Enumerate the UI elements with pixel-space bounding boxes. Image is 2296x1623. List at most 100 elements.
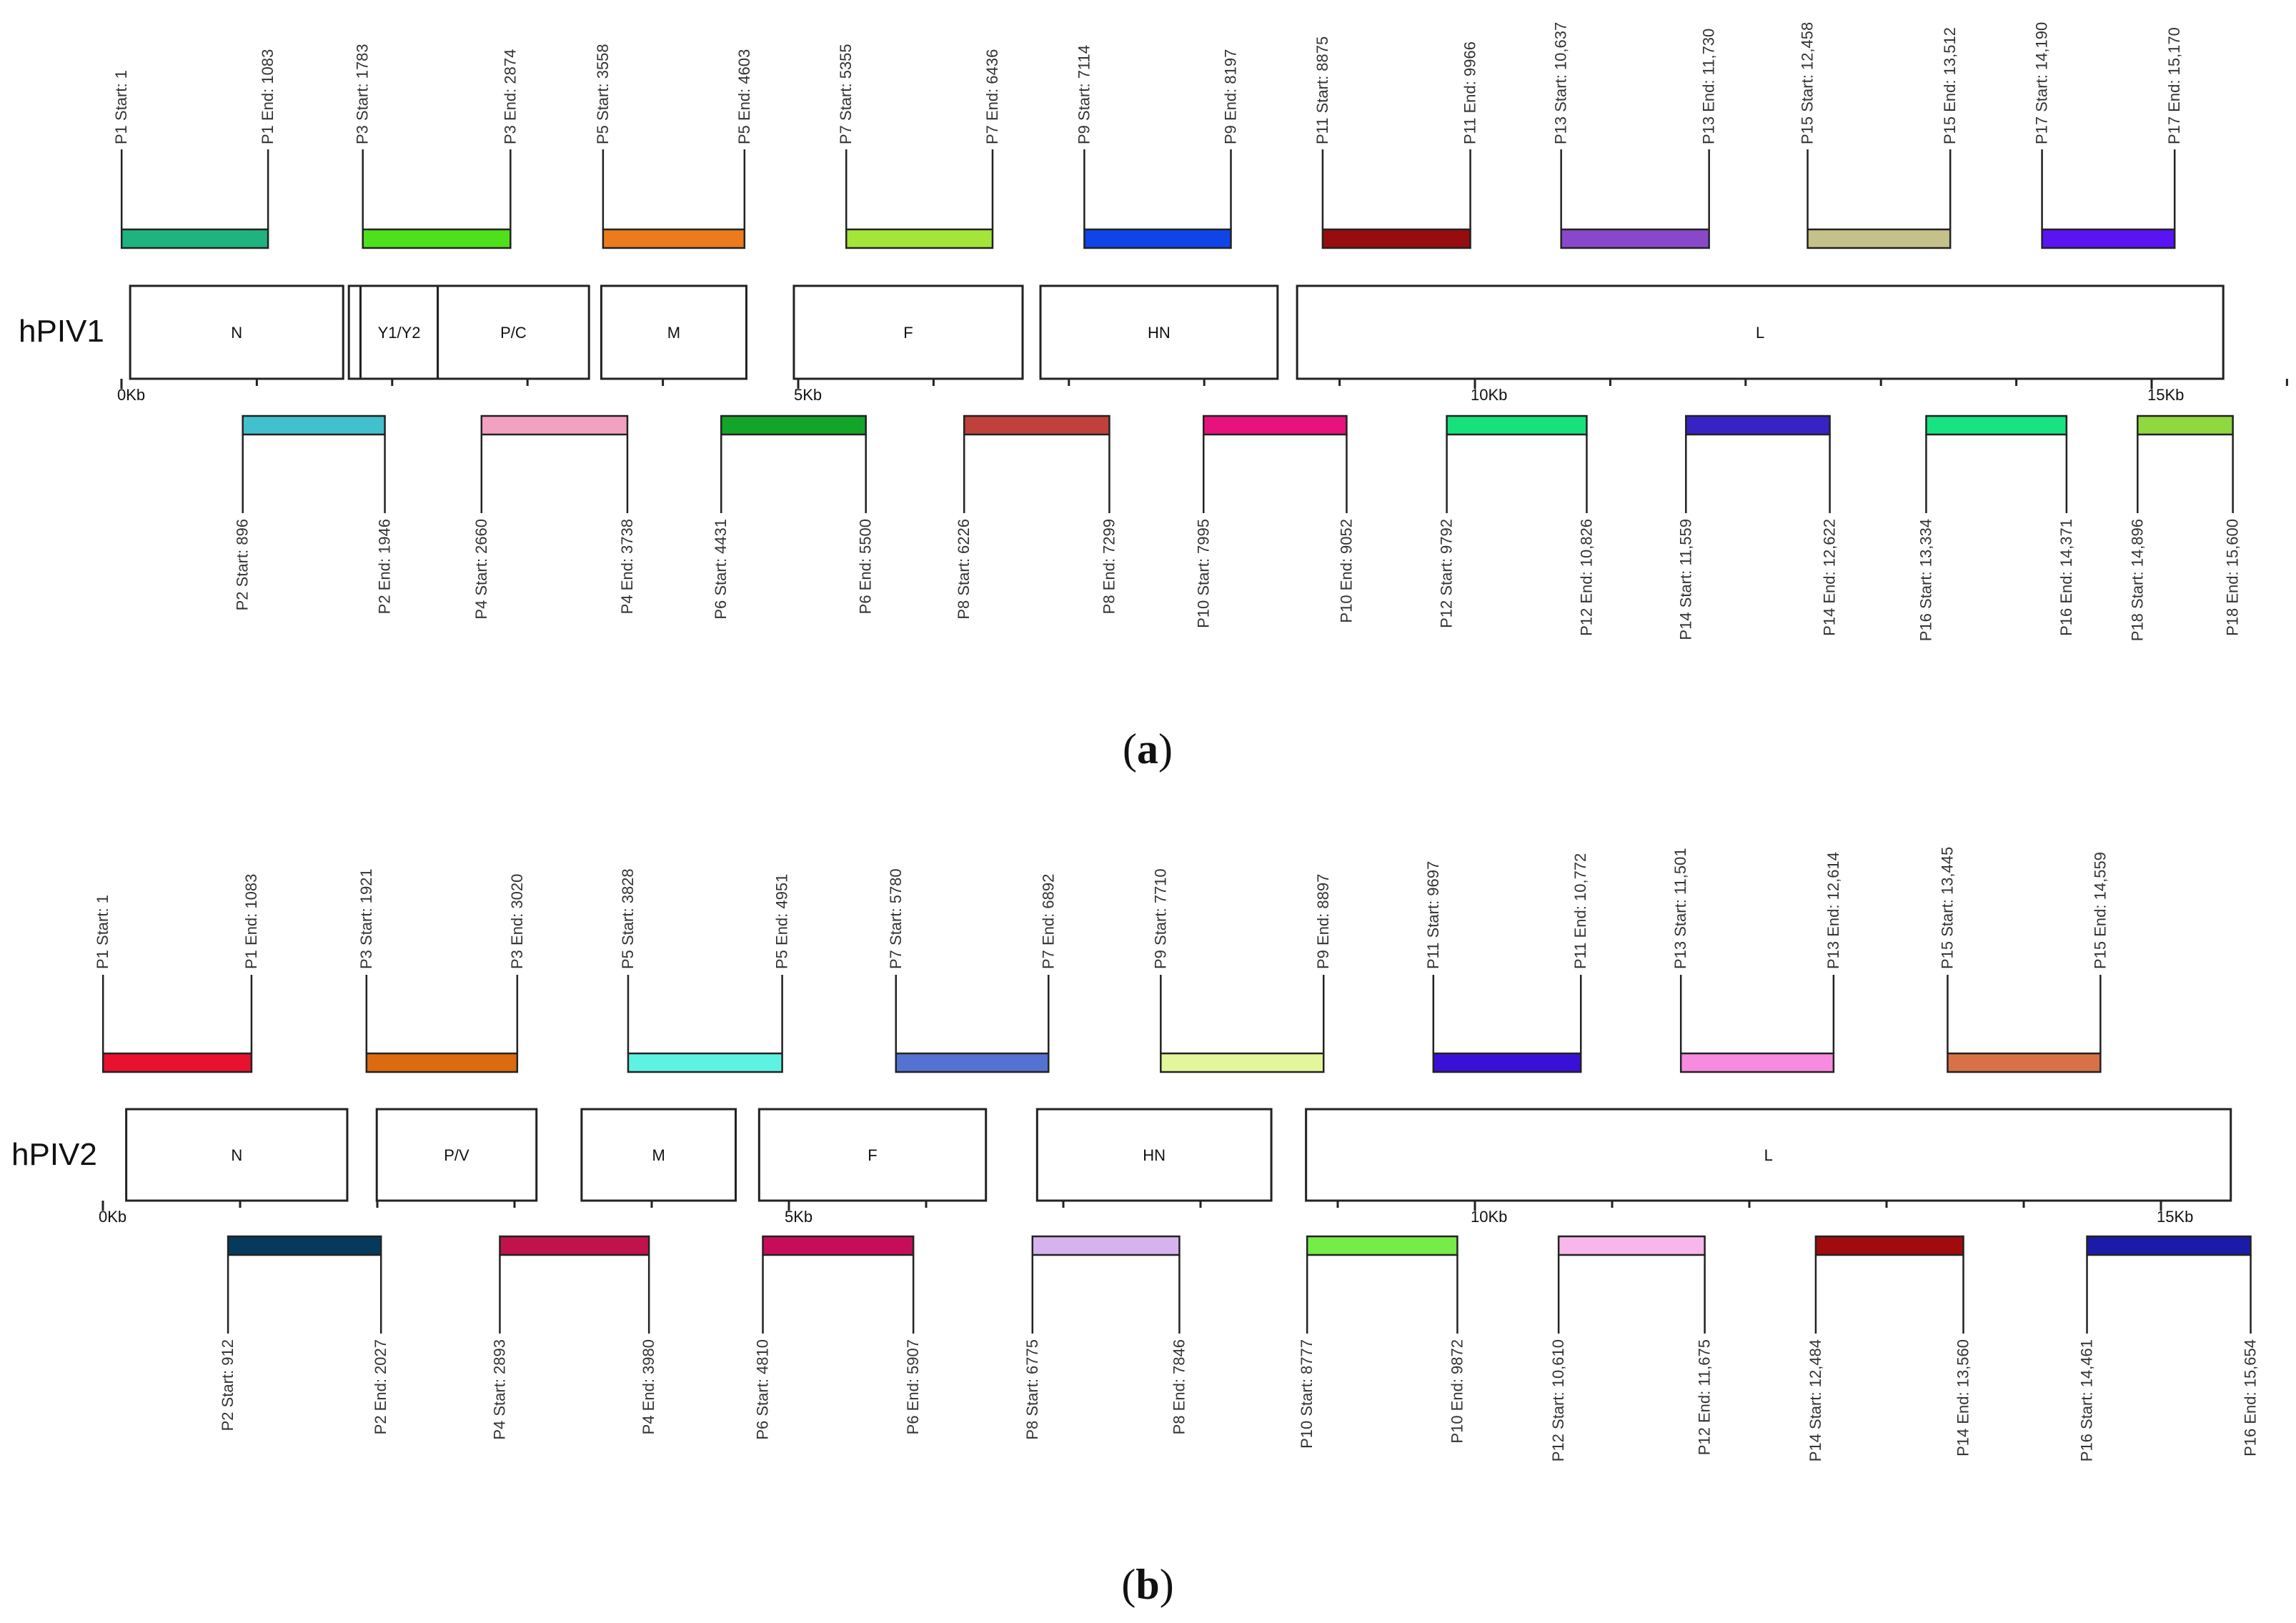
- amplicon-bar: [2041, 228, 2176, 249]
- amplicon-start-label: P3 Start: 1783: [354, 44, 372, 144]
- amplicon-bar: [1160, 1052, 1325, 1073]
- gene-label: P/V: [444, 1146, 469, 1164]
- amplicon-bar: [242, 415, 386, 436]
- axis-tick-label: 15Kb: [2157, 1208, 2193, 1226]
- amplicon-end-label: P8 End: 7846: [1170, 1339, 1188, 1434]
- gene-label: N: [231, 324, 242, 342]
- amplicon-end-label: P14 End: 12,622: [1821, 519, 1839, 636]
- gene-label: M: [667, 324, 680, 342]
- amplicon-end-label: P10 End: 9052: [1337, 519, 1355, 623]
- amplicon-end-label: P2 End: 2027: [372, 1339, 389, 1434]
- amplicon-end-label: P18 End: 15,600: [2224, 519, 2242, 636]
- gene-label: F: [868, 1146, 877, 1164]
- amplicon-start-label: P9 Start: 7114: [1075, 45, 1093, 144]
- amplicon-start-label: P6 Start: 4431: [712, 519, 730, 620]
- gene-label: P/C: [500, 324, 527, 342]
- amplicon-end-label: P9 End: 8197: [1222, 49, 1240, 144]
- amplicon-bar: [720, 415, 867, 436]
- amplicon-start-label: P1 Start: 1: [94, 895, 111, 969]
- virus-label: hPIV1: [19, 314, 104, 349]
- amplicon-bar: [1814, 1235, 1964, 1256]
- amplicon-start-label: P1 Start: 1: [112, 70, 130, 144]
- amplicon-end-label: P12 End: 11,675: [1696, 1339, 1714, 1455]
- amplicon-bar: [963, 415, 1110, 436]
- amplicon-end-label: P1 End: 1083: [259, 49, 277, 144]
- amplicon-start-label: P12 Start: 10,610: [1549, 1339, 1567, 1461]
- amplicon-start-label: P2 Start: 912: [219, 1339, 237, 1431]
- axis-tick-label: 15Kb: [2147, 386, 2184, 404]
- gene-label: F: [903, 324, 913, 342]
- gene-box: [1035, 1108, 1273, 1202]
- panel-caption: (b): [1121, 1561, 1173, 1608]
- amplicon-end-label: P3 End: 3020: [508, 874, 526, 969]
- amplicon-start-label: P12 Start: 9792: [1438, 519, 1456, 628]
- amplicon-bar: [627, 1052, 783, 1073]
- amplicon-end-label: P16 End: 15,654: [2242, 1339, 2260, 1456]
- amplicon-start-label: P9 Start: 7710: [1151, 868, 1169, 969]
- amplicon-bar: [895, 1052, 1050, 1073]
- amplicon-start-label: P10 Start: 7995: [1194, 519, 1212, 628]
- amplicon-bar: [1446, 415, 1588, 436]
- amplicon-end-label: P16 End: 14,371: [2057, 519, 2075, 636]
- amplicon-end-label: P11 End: 9966: [1461, 41, 1479, 144]
- amplicon-start-label: P13 Start: 11,501: [1671, 848, 1689, 969]
- gene-box: [600, 284, 747, 380]
- gene-box: [1039, 284, 1279, 380]
- amplicon-end-label: P15 End: 13,512: [1941, 27, 1959, 144]
- caption-letter: a: [1137, 725, 1158, 773]
- amplicon-bar: [1031, 1235, 1181, 1256]
- amplicon-start-label: P18 Start: 14,896: [2128, 519, 2146, 641]
- amplicon-start-label: P16 Start: 14,461: [2078, 1339, 2096, 1461]
- amplicon-end-label: P11 End: 10,772: [1571, 853, 1589, 969]
- amplicon-start-label: P13 Start: 10,637: [1552, 22, 1570, 144]
- amplicon-bar: [1203, 415, 1348, 436]
- amplicon-end-label: P4 End: 3738: [618, 519, 636, 614]
- axis-tick-label: 5Kb: [785, 1208, 812, 1226]
- amplicon-start-label: P10 Start: 8777: [1298, 1339, 1316, 1449]
- amplicon-start-label: P5 Start: 3828: [619, 868, 637, 969]
- amplicon-end-label: P3 End: 2874: [501, 49, 519, 144]
- amplicon-bar: [1306, 1235, 1458, 1256]
- amplicon-start-label: P14 Start: 11,559: [1676, 519, 1694, 640]
- gene-box: [792, 284, 1024, 380]
- amplicon-start-label: P8 Start: 6226: [955, 519, 973, 620]
- amplicon-bar: [845, 228, 994, 249]
- gene-label: N: [231, 1146, 242, 1164]
- gene-box: [437, 284, 590, 380]
- amplicon-bar: [602, 228, 746, 249]
- amplicon-start-label: P11 Start: 8875: [1313, 36, 1331, 144]
- amplicon-end-label: P10 End: 9872: [1448, 1339, 1466, 1444]
- amplicon-start-label: P17 Start: 14,190: [2033, 22, 2051, 144]
- amplicon-bar: [1807, 228, 1952, 249]
- gene-box: [129, 284, 344, 380]
- amplicon-bar: [2137, 415, 2234, 436]
- amplicon-bar: [762, 1235, 915, 1256]
- gene-box: [125, 1108, 349, 1202]
- amplicon-end-label: P13 End: 11,730: [1700, 29, 1718, 144]
- amplicon-end-label: P9 End: 8897: [1314, 874, 1332, 969]
- amplicon-end-label: P12 End: 10,826: [1577, 519, 1595, 636]
- amplicon-end-label: P4 End: 3980: [640, 1339, 657, 1434]
- amplicon-end-label: P7 End: 6436: [983, 49, 1001, 144]
- amplicon-bar: [101, 1052, 253, 1073]
- amplicon-end-label: P8 End: 7299: [1100, 519, 1118, 614]
- virus-label: hPIV2: [11, 1137, 97, 1172]
- caption-letter: b: [1135, 1561, 1159, 1608]
- panel-caption: (a): [1123, 725, 1173, 773]
- amplicon-bar: [1685, 415, 1831, 436]
- amplicon-end-label: P6 End: 5907: [904, 1339, 922, 1434]
- amplicon-bar: [1925, 415, 2068, 436]
- gene-label: L: [1764, 1146, 1773, 1164]
- gene-label: M: [652, 1146, 665, 1164]
- gene-label: HN: [1148, 324, 1171, 342]
- gene-label: Y1/Y2: [378, 324, 421, 342]
- amplicon-start-label: P4 Start: 2660: [472, 519, 490, 620]
- amplicon-end-label: P5 End: 4603: [735, 49, 753, 144]
- amplicon-bar: [1557, 1235, 1706, 1256]
- amplicon-start-label: P7 Start: 5355: [837, 44, 855, 144]
- amplicon-bar: [1321, 228, 1471, 249]
- gene-label: HN: [1143, 1146, 1166, 1164]
